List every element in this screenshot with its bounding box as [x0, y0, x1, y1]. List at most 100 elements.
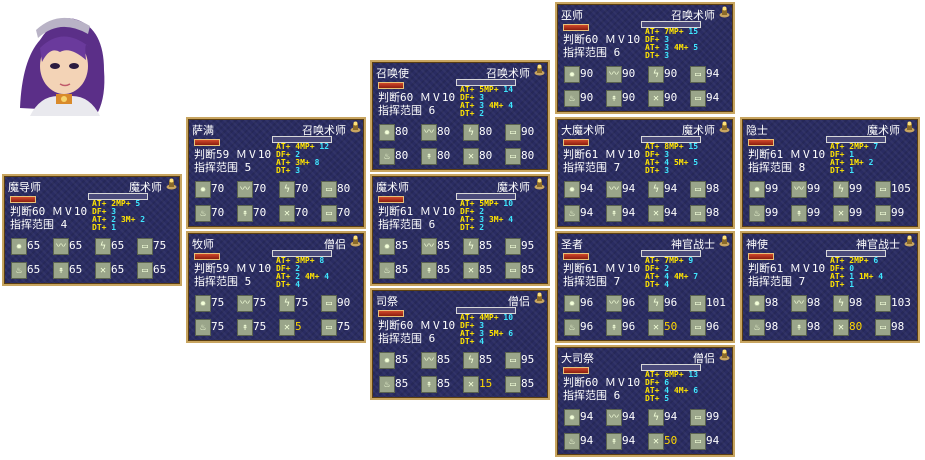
judge-value: 判断60: [563, 376, 599, 389]
weapon-bar-icon: [563, 24, 589, 31]
resistance-cell: ▭98: [689, 202, 730, 224]
character-portrait: [0, 0, 118, 116]
stat-bonus-line: AT+ 1 1M+ 4: [830, 273, 916, 281]
resistance-value: 80: [395, 149, 409, 162]
element-icon: ♨: [379, 148, 395, 165]
element-icon: ♨: [11, 262, 27, 279]
class-name: 召唤使: [376, 67, 409, 80]
stat-bonus-l: DT+: [460, 109, 475, 118]
stat-bonus-line: AT+ 2MP+ 5: [92, 200, 178, 208]
command-range-value: 7: [613, 275, 621, 288]
stat-bonus-sv: 2: [868, 158, 874, 167]
element-icon: ▭: [505, 352, 521, 369]
stat-bonus-l: AT+: [830, 158, 845, 167]
stat-bonus-sl: 4M+: [304, 272, 320, 281]
stat-bonus-sl: 2MP+: [849, 142, 869, 151]
element-icon: ✹: [564, 66, 580, 83]
move-value: ＭⅤ10: [419, 205, 456, 218]
stat-bonus-sv: 6: [508, 329, 514, 338]
stat-scroll-icon: [272, 250, 332, 257]
resistance-cell: ♨96: [563, 316, 604, 338]
stat-scroll-icon: [641, 21, 701, 28]
stat-bonus-block: AT+ 6MP+ 13 DF+ 6 AT+ 4 4M+ 6 DT+ 5: [645, 371, 731, 403]
stat-bonus-sv: 8: [319, 256, 325, 265]
element-icon: ♨: [564, 319, 580, 336]
stat-bonus-sl: 3M+: [120, 215, 136, 224]
command-range-value: 8: [798, 161, 806, 174]
stat-bonus-block: AT+ 8MP+ 15 DF+ 3 AT+ 4 5M+ 5 DT+ 3: [645, 143, 731, 175]
element-icon: ✹: [195, 295, 211, 312]
resistance-cell: 〰85: [420, 235, 461, 257]
stat-bonus-line: AT+ 3 4M+ 5: [645, 44, 731, 52]
element-icon: 〰: [791, 181, 807, 198]
resistance-cell: 〰90: [605, 63, 646, 85]
resistance-cell: ▭99: [689, 406, 730, 428]
stat-bonus-block: AT+ 7MP+ 9 DF+ 2 AT+ 4 4M+ 7 DT+ 4: [645, 257, 731, 289]
stat-bonus-v: 4: [664, 386, 670, 395]
element-icon: ♨: [749, 319, 765, 336]
stat-bonus-sl: 3M+: [488, 215, 504, 224]
judge-value: 判断60: [10, 205, 46, 218]
stat-bonus-sv: 15: [688, 142, 699, 151]
resistance-value: 65: [153, 263, 167, 276]
resistance-value: 94: [622, 182, 636, 195]
element-icon: ϟ: [648, 295, 664, 312]
stat-bonus-l: DF+: [92, 207, 107, 216]
resistance-cell: ✹98: [748, 292, 789, 314]
stat-bonus-sv: 4: [878, 272, 884, 281]
resistance-cell: ▭80: [320, 178, 361, 200]
resistance-value: 75: [153, 239, 167, 252]
stat-bonus-sl: 5M+: [673, 158, 689, 167]
stat-bonus-line: AT+ 1M+ 2: [830, 159, 916, 167]
stat-bonus-line: DF+ 3: [460, 94, 546, 102]
stat-bonus-line: AT+ 3 3M+ 4: [460, 216, 546, 224]
resistance-value: 101: [706, 296, 726, 309]
class-name: 大司祭: [561, 352, 594, 365]
resistance-cell: ▭99: [874, 202, 915, 224]
resistance-value: 99: [807, 206, 821, 219]
lamp-icon: [350, 235, 361, 247]
stat-bonus-l: AT+: [276, 272, 291, 281]
resistance-value: 90: [622, 91, 636, 104]
stat-bonus-sl: 2MP+: [111, 199, 131, 208]
resistance-cell: ✕70: [278, 202, 319, 224]
resistance-value: 5: [295, 320, 302, 333]
resistance-cell: ♨90: [563, 87, 604, 109]
stat-bonus-v: 2: [295, 264, 301, 273]
stat-bonus-v: 4: [664, 272, 670, 281]
element-icon: ✕: [648, 433, 664, 450]
command-range-value: 7: [613, 161, 621, 174]
weapon-bar-icon: [378, 82, 404, 89]
stat-bonus-sv: 12: [319, 142, 330, 151]
judge-mv-row: 判断61 ＭⅤ10: [563, 260, 640, 276]
resistance-value: 70: [211, 182, 225, 195]
stat-bonus-sl: 5MP+: [479, 85, 499, 94]
stat-bonus-sl: 4MP+: [295, 142, 315, 151]
stat-bonus-v: 2: [295, 272, 301, 281]
judge-mv-row: 判断60 ＭⅤ10: [378, 317, 455, 333]
element-icon: ✕: [648, 205, 664, 222]
element-icon: ▭: [690, 433, 706, 450]
stat-bonus-l: AT+: [645, 142, 660, 151]
resistance-value: 75: [211, 296, 225, 309]
weapon-bar-icon: [194, 253, 220, 260]
stat-bonus-v: 2: [111, 215, 117, 224]
